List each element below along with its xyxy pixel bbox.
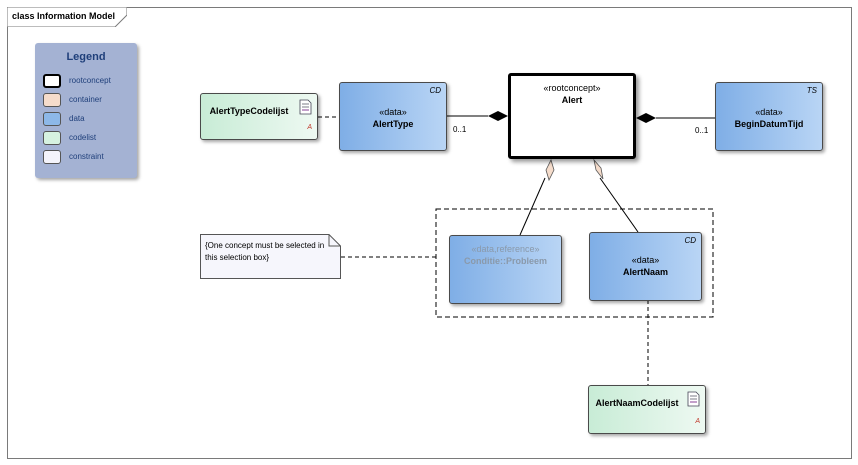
class-name: AlertNaamCodelijst bbox=[595, 398, 679, 408]
composition-diamond-alert-right bbox=[636, 113, 656, 123]
class-alert[interactable]: «rootconcept» Alert bbox=[508, 73, 636, 159]
class-name: AlertType bbox=[372, 119, 414, 129]
multiplicity-alerttype: 0..1 bbox=[453, 125, 467, 134]
note-text: {One concept must be selected in this se… bbox=[205, 241, 325, 262]
class-alertnaamcodelijst[interactable]: AlertNaamCodelijst A bbox=[588, 385, 706, 434]
legend-swatch bbox=[43, 150, 61, 164]
class-stereotype: «rootconcept» bbox=[543, 83, 601, 93]
connector-alert-conditie bbox=[519, 177, 546, 236]
class-begindatumtijd[interactable]: TS «data» BeginDatumTijd bbox=[715, 82, 823, 151]
class-stereotype: «data» bbox=[631, 255, 660, 265]
legend: Legend rootconcept container data codeli… bbox=[35, 43, 137, 178]
multiplicity-begindatumtijd: 0..1 bbox=[695, 126, 709, 135]
type-tag: CD bbox=[429, 86, 441, 95]
class-stereotype: «data» bbox=[379, 107, 407, 117]
aggregation-diamond-conditie bbox=[545, 158, 555, 182]
class-name: Alert bbox=[561, 95, 583, 105]
type-tag: CD bbox=[684, 236, 696, 245]
legend-label: data bbox=[69, 114, 85, 123]
legend-label: codelist bbox=[69, 133, 97, 142]
legend-item-rootconcept: rootconcept bbox=[43, 74, 135, 90]
class-alerttype[interactable]: CD «data» AlertType bbox=[339, 82, 447, 151]
composition-diamond-alert-left bbox=[488, 111, 508, 121]
class-stereotype: «data» bbox=[755, 107, 783, 117]
class-name: AlertTypeCodelijst bbox=[209, 106, 289, 116]
class-name: BeginDatumTijd bbox=[734, 119, 804, 129]
legend-label: constraint bbox=[69, 152, 104, 161]
note-shape bbox=[200, 234, 341, 279]
codelist-icon bbox=[299, 99, 312, 115]
legend-item-codelist: codelist bbox=[43, 131, 135, 147]
legend-swatch bbox=[43, 93, 61, 107]
legend-swatch bbox=[43, 74, 61, 88]
class-conditie-probleem[interactable]: «data,reference» Conditie::Probleem bbox=[449, 235, 562, 304]
abstract-marker: A bbox=[695, 418, 700, 425]
legend-label: container bbox=[69, 95, 102, 104]
connector-alert-alertnaam bbox=[599, 177, 639, 233]
legend-item-data: data bbox=[43, 112, 135, 128]
legend-label: rootconcept bbox=[69, 76, 111, 85]
legend-swatch bbox=[43, 112, 61, 126]
legend-title: Legend bbox=[66, 51, 106, 63]
type-tag: TS bbox=[806, 86, 817, 95]
class-stereotype: «data,reference» bbox=[471, 244, 540, 254]
class-name: AlertNaam bbox=[622, 267, 669, 277]
class-name: Conditie::Probleem bbox=[463, 256, 547, 266]
legend-swatch bbox=[43, 131, 61, 145]
frame-title: class Information Model bbox=[12, 11, 116, 21]
frame-title-tab bbox=[7, 7, 127, 27]
selection-box bbox=[435, 208, 714, 318]
legend-item-constraint: constraint bbox=[43, 150, 135, 166]
constraint-note[interactable]: {One concept must be selected in this se… bbox=[200, 234, 341, 279]
aggregation-diamond-alertnaam bbox=[593, 158, 604, 180]
legend-item-container: container bbox=[43, 93, 135, 109]
class-alerttypecodelijst[interactable]: AlertTypeCodelijst A bbox=[200, 93, 318, 140]
abstract-marker: A bbox=[307, 124, 312, 131]
codelist-icon bbox=[687, 391, 700, 407]
class-alertnaam[interactable]: CD «data» AlertNaam bbox=[589, 232, 702, 301]
